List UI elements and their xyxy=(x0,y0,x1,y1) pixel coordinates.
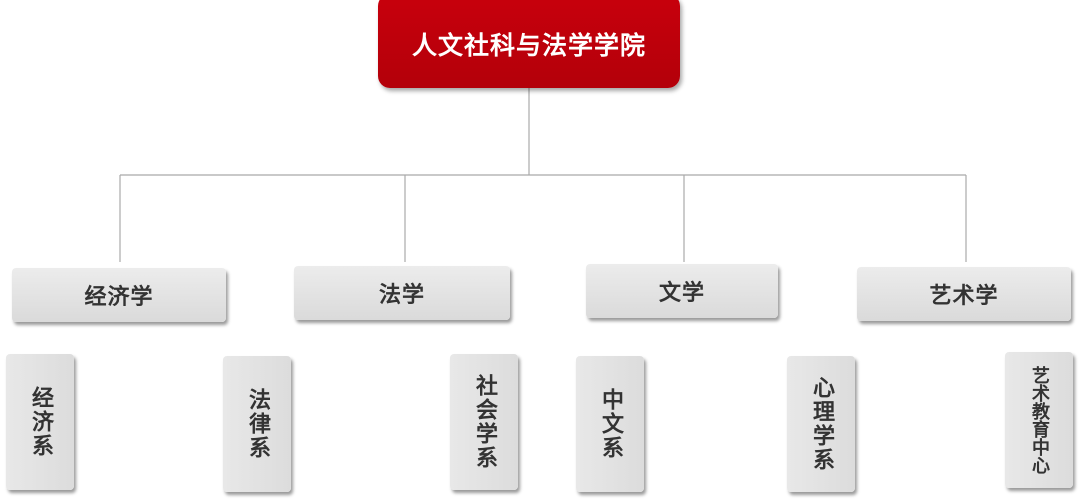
unit-node-economics-dept: 经济系 xyxy=(6,354,74,490)
dept-node-law: 法学 xyxy=(294,266,510,320)
unit-label: 中文系 xyxy=(598,388,623,460)
unit-node-law-dept: 法律系 xyxy=(223,356,291,492)
unit-label: 社会学系 xyxy=(472,374,497,470)
dept-node-art: 艺术学 xyxy=(857,267,1071,321)
unit-label: 艺术教育中心 xyxy=(1029,366,1050,474)
unit-node-chinese-dept: 中文系 xyxy=(576,356,644,492)
unit-label: 法律系 xyxy=(245,388,270,460)
dept-label: 文学 xyxy=(658,281,705,306)
dept-node-economics: 经济学 xyxy=(12,268,226,322)
dept-label: 艺术学 xyxy=(929,284,999,309)
unit-label: 经济系 xyxy=(28,386,53,458)
dept-node-literature: 文学 xyxy=(586,264,778,318)
unit-node-sociology-dept: 社会学系 xyxy=(450,354,518,490)
dept-label: 经济学 xyxy=(84,285,154,310)
root-label: 人文社科与法学学院 xyxy=(411,31,646,60)
unit-node-art-education-center: 艺术教育中心 xyxy=(1005,352,1073,488)
unit-label: 心理学系 xyxy=(809,376,834,472)
dept-label: 法学 xyxy=(378,283,425,308)
root-node: 人文社科与法学学院 xyxy=(378,0,680,88)
unit-node-psychology-dept: 心理学系 xyxy=(787,356,855,492)
